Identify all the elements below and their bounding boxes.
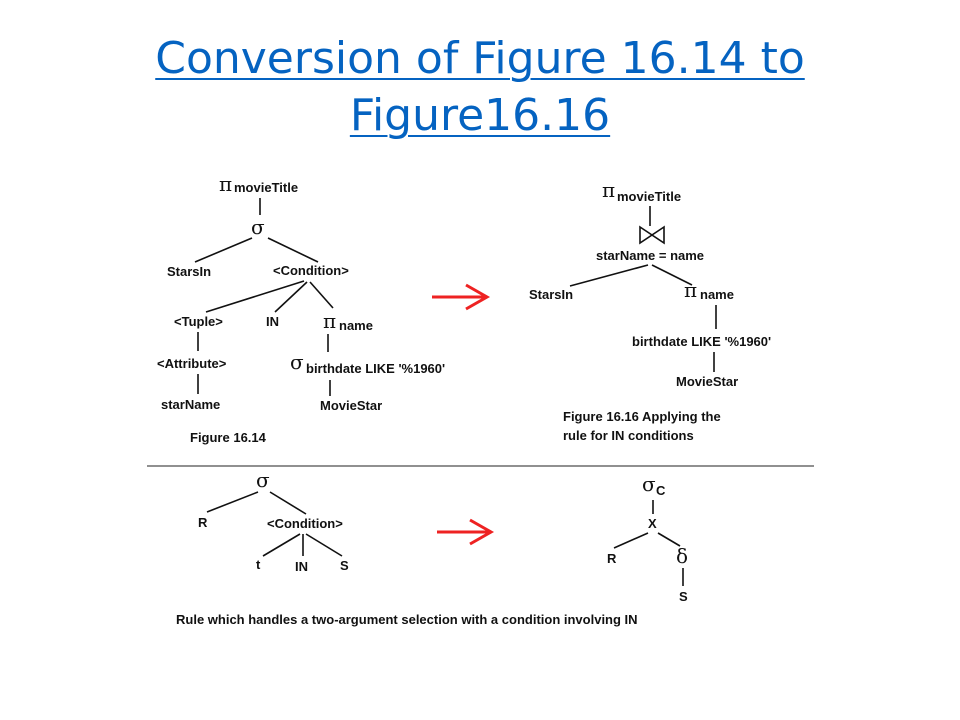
fig14-edge-condition-in (274, 281, 308, 313)
rule-right-sigma-subscript: C (656, 483, 666, 498)
fig16-starsin-label: StarsIn (529, 287, 573, 302)
fig16-edge-join-pi (651, 264, 693, 286)
fig16-select-condition: birthdate LIKE '%1960' (632, 334, 771, 349)
fig14-starname-label: starName (161, 397, 220, 412)
pi-symbol: π (684, 278, 697, 302)
rule-left-tree: σ R <Condition> t IN S (198, 468, 349, 574)
rule-left-r-label: R (198, 515, 208, 530)
arrow-head (469, 518, 495, 546)
slide-title-line1: Conversion of Figure 16.14 to (155, 33, 805, 84)
sigma-symbol: σ (251, 215, 265, 239)
rule-left-t-label: t (256, 557, 261, 572)
rule-left-edge-sigma-condition (269, 491, 307, 515)
rule-left-in-label: IN (295, 559, 308, 574)
fig14-in-label: IN (266, 314, 279, 329)
fig14-edge-condition-pi (309, 281, 334, 309)
rule-right-r-label: R (607, 551, 617, 566)
transform-arrow-top (432, 283, 491, 311)
rule-right-tree: σ C X R δ S (607, 472, 688, 604)
fig14-sigma-subscript: birthdate LIKE '%1960' (306, 361, 445, 376)
fig14-pi2-subscript: name (339, 318, 373, 333)
fig16-pi2-subscript: name (700, 287, 734, 302)
fig14-edge-sigma-condition (267, 237, 319, 263)
rule-right-s-label: S (679, 589, 688, 604)
rule-left-s-label: S (340, 558, 349, 573)
rule-left-edge-sigma-r (206, 491, 259, 513)
fig16-pi-subscript: movieTitle (617, 189, 681, 204)
join-icon (639, 225, 665, 245)
slide-title-line2: Figure16.16 (349, 90, 611, 141)
fig14-caption: Figure 16.14 (190, 430, 267, 445)
rule-right-edge-cross-r (613, 532, 649, 549)
fig16-caption-line1: Figure 16.16 Applying the (563, 409, 721, 424)
rule-right-edge-cross-delta (657, 532, 681, 547)
fig14-edge-condition-tuple (205, 280, 305, 313)
fig14-condition-label: <Condition> (273, 263, 349, 278)
fig14-moviestar-label: MovieStar (320, 398, 382, 413)
rule-caption: Rule which handles a two-argument select… (176, 612, 638, 627)
slide-title: Conversion of Figure 16.14 to Figure16.1… (0, 30, 960, 144)
sigma-symbol: σ (256, 468, 270, 492)
fig14-starsin-label: StarsIn (167, 264, 211, 279)
fig16-join-condition: starName = name (596, 248, 704, 263)
rule-left-edge-condition-t (262, 533, 301, 557)
figure-16-16: π movieTitle starName = name StarsIn π n… (529, 178, 771, 443)
figure-16-14: π movieTitle σ StarsIn <Condition> <Tupl… (157, 172, 445, 445)
rule-left-condition-label: <Condition> (267, 516, 343, 531)
pi-symbol: π (323, 309, 336, 333)
fig14-attribute-label: <Attribute> (157, 356, 227, 371)
transform-arrow-bottom (437, 518, 495, 546)
fig14-pi-subscript: movieTitle (234, 180, 298, 195)
delta-symbol: δ (676, 544, 688, 568)
fig14-tuple-label: <Tuple> (174, 314, 223, 329)
pi-symbol: π (602, 178, 615, 202)
rule-left-edge-condition-s (305, 533, 343, 557)
fig14-edge-sigma-starsin (194, 237, 253, 263)
fig16-caption-line2: rule for IN conditions (563, 428, 694, 443)
rule-right-cross-label: X (648, 516, 657, 531)
sigma-symbol: σ (642, 472, 656, 496)
fig16-moviestar-label: MovieStar (676, 374, 738, 389)
fig16-edge-join-starsin (569, 264, 649, 287)
arrow-head (465, 283, 491, 311)
sigma-symbol: σ (290, 350, 304, 374)
pi-symbol: π (219, 172, 232, 196)
